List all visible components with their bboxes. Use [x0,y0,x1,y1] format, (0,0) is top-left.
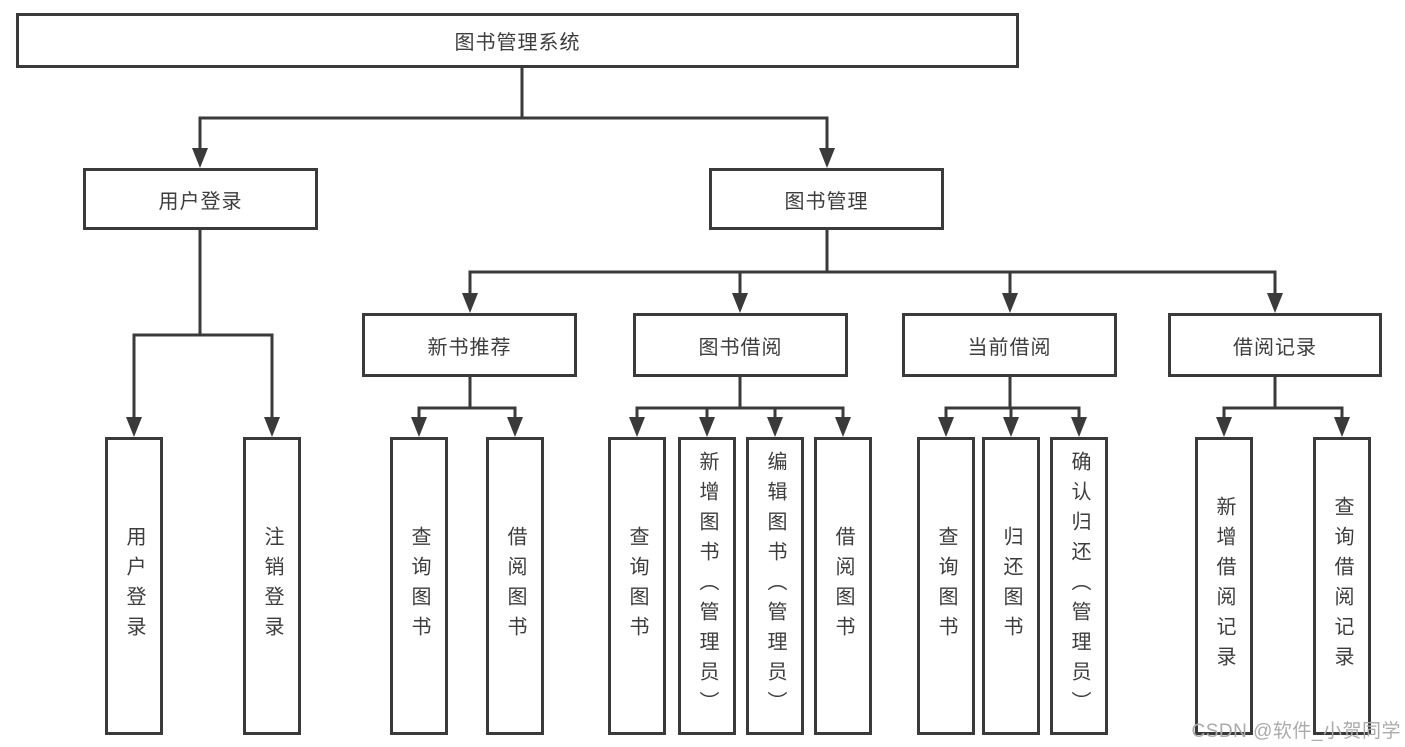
node-library-management-system: 图书管理系统 [16,13,1019,68]
csdn-watermark: CSDN @软件_小贺同学 [1191,721,1401,742]
node-current-borrow: 当前借阅 [902,313,1117,377]
node-book-borrow: 图书借阅 [633,313,848,377]
connector-arrowhead [1334,417,1350,437]
connector-arrowhead [507,417,523,437]
connector-arrowhead [411,417,427,437]
connector-arrowhead [629,417,645,437]
leaf-add-borrow-record: 新增借阅记录 [1195,437,1253,735]
leaf-query-borrow-record: 查询借阅记录 [1313,437,1371,735]
connector-arrowhead [767,417,783,437]
connector-arrowhead [462,293,478,313]
connector-arrowhead [1071,417,1087,437]
connector-arrowhead [835,417,851,437]
node-borrow-records: 借阅记录 [1168,313,1382,377]
leaf-query-books-borrow: 查询图书 [608,437,666,735]
connector-arrowhead [264,417,280,437]
node-user-login: 用户登录 [83,168,318,230]
leaf-borrow-books-recommend: 借阅图书 [486,437,544,735]
leaf-logout: 注销登录 [243,437,301,735]
connector-arrowhead [192,148,208,168]
leaf-return-books: 归还图书 [982,437,1040,735]
leaf-confirm-return-admin: 确认归还（管理员） [1050,437,1108,735]
node-new-book-recommend: 新书推荐 [362,313,577,377]
connector-arrowhead [1216,417,1232,437]
connector-arrowhead [732,293,748,313]
leaf-query-books-current: 查询图书 [917,437,975,735]
leaf-edit-book-admin: 编辑图书（管理员） [746,437,804,735]
connector-arrowhead [819,148,835,168]
leaf-add-book-admin: 新增图书（管理员） [678,437,736,735]
connector-arrowhead [699,417,715,437]
connector-arrowhead [938,417,954,437]
connector-arrowhead [1003,417,1019,437]
node-book-management: 图书管理 [709,168,944,230]
leaf-user-login: 用户登录 [105,437,163,735]
leaf-borrow-books: 借阅图书 [814,437,872,735]
connector-arrowhead [1002,293,1018,313]
leaf-query-books-recommend: 查询图书 [390,437,448,735]
connector-arrowhead [1267,293,1283,313]
connector-arrowhead [126,417,142,437]
